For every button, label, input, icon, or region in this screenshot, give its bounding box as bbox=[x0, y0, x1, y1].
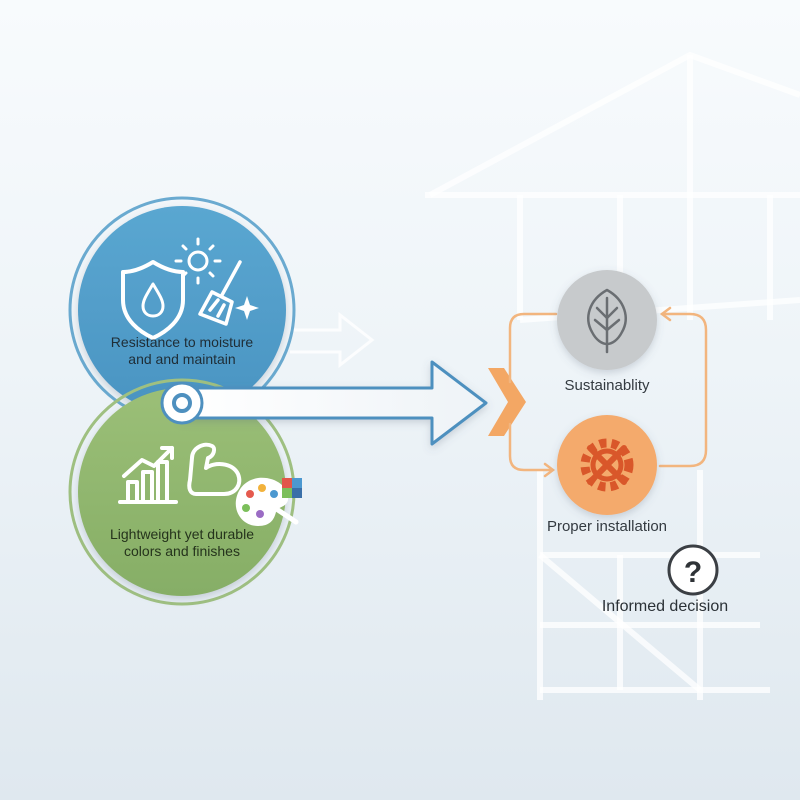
question-icon: ? bbox=[684, 556, 702, 589]
installation-label: Proper installation bbox=[546, 518, 668, 535]
broom-icon bbox=[198, 260, 242, 326]
leaf-icon bbox=[587, 288, 627, 354]
sparkle-icon bbox=[235, 296, 259, 320]
arrow-start-node bbox=[160, 381, 204, 425]
tools-gear-icon bbox=[580, 438, 634, 492]
flexed-arm-icon bbox=[187, 442, 242, 496]
background-structure bbox=[425, 51, 800, 700]
moisture-label-line2: and and maintain bbox=[128, 351, 236, 367]
durability-label-line2: colors and finishes bbox=[124, 543, 240, 559]
growth-chart-icon bbox=[118, 446, 178, 504]
decision-node: ? bbox=[667, 544, 719, 596]
moisture-label: Resistance to moisture and and maintain bbox=[82, 334, 282, 368]
installation-node bbox=[557, 415, 657, 515]
moisture-label-line1: Resistance to moisture bbox=[110, 334, 254, 350]
durability-circle bbox=[68, 378, 302, 606]
shield-water-icon bbox=[121, 260, 185, 340]
main-arrow bbox=[180, 360, 488, 446]
ghost-arrow bbox=[290, 311, 375, 369]
sustainability-node bbox=[557, 270, 657, 370]
moisture-circle bbox=[68, 196, 296, 424]
durability-label-line1: Lightweight yet durable bbox=[110, 526, 254, 542]
durability-label: Lightweight yet durable colors and finis… bbox=[82, 526, 282, 560]
orange-chevron bbox=[488, 368, 526, 436]
sustainability-label: Sustainablity bbox=[564, 377, 650, 394]
paint-palette-icon bbox=[235, 477, 302, 526]
cycle-connectors bbox=[508, 306, 708, 478]
decision-label: Informed decision bbox=[601, 598, 729, 615]
sun-icon bbox=[174, 237, 222, 285]
